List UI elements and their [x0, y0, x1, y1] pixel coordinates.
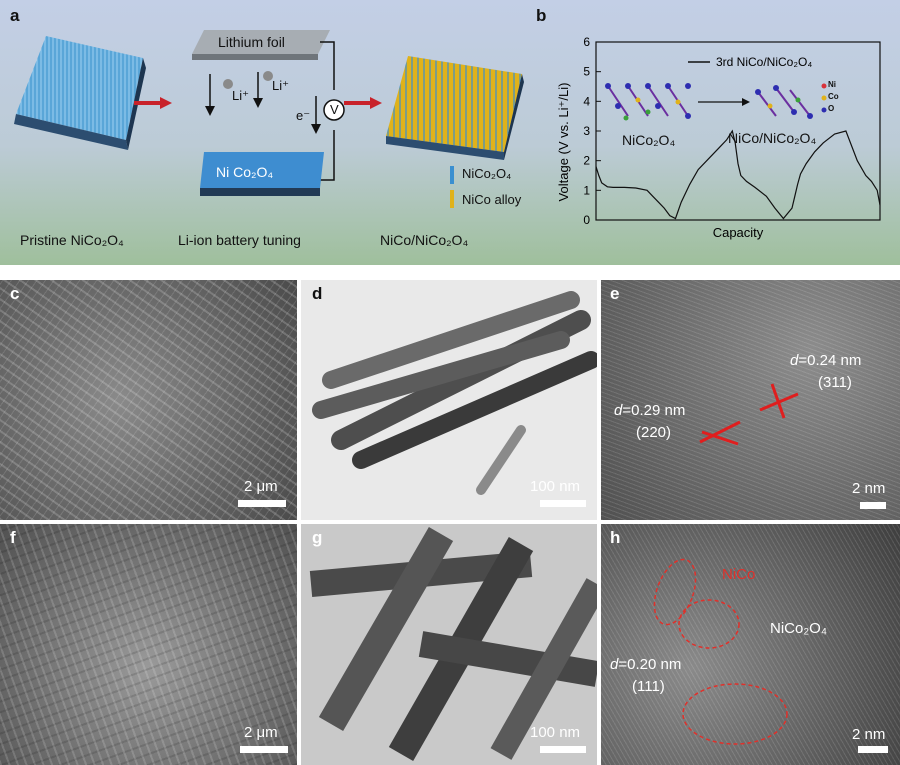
panel-label-e: e	[610, 284, 620, 303]
nico-region-label: NiCo	[722, 566, 756, 583]
hkl-label-1: (311)	[818, 374, 852, 391]
caption-tuning: Li-ion battery tuning	[178, 232, 301, 248]
hrtem-image-h	[601, 524, 900, 765]
scale-bar-f	[240, 746, 288, 753]
y-tick-label: 3	[583, 124, 590, 138]
scale-bar-g	[540, 746, 586, 753]
panel-label-c: c	[10, 284, 20, 303]
scale-bar-h	[858, 746, 888, 753]
inset-legend-co: Co	[828, 92, 839, 101]
panel-label-f: f	[10, 528, 16, 547]
legend-nico2o4: NiCo₂O₄	[462, 166, 512, 181]
series-line	[595, 129, 881, 220]
nico2o4-electrode	[200, 152, 324, 196]
panel-label-b: b	[536, 6, 547, 25]
inset-legend-o: O	[828, 104, 835, 113]
li-ion-arrows	[205, 71, 273, 116]
electron-label: e⁻	[296, 108, 311, 123]
d-spacing-label-2: d=0.29 nm	[614, 402, 686, 419]
x-axis-label: Capacity	[713, 225, 764, 240]
scale-label-h: 2 nm	[852, 726, 886, 743]
inset-left-label: NiCo₂O₄	[622, 132, 676, 148]
y-axis-label: Voltage (V vs. Li⁺/Li)	[556, 83, 571, 202]
panel-label-d: d	[312, 284, 323, 303]
hkl-label-2: (220)	[636, 424, 672, 441]
caption-result: NiCo/NiCo₂O₄	[380, 232, 469, 248]
y-tick-label: 5	[583, 65, 590, 79]
y-tick-label: 4	[583, 94, 590, 108]
nico2o4-region-label: NiCo₂O₄	[770, 620, 827, 637]
y-tick-label: 0	[583, 213, 590, 227]
y-tick-label: 2	[583, 154, 590, 168]
d-spacing-label-h: d=0.20 nm	[610, 656, 682, 673]
li-plus-label-1: Li⁺	[232, 88, 249, 103]
legend-nico-alloy: NiCo alloy	[462, 192, 522, 207]
sem-image-f	[0, 524, 297, 765]
sem-image-c	[0, 280, 297, 520]
scale-label-f: 2 μm	[244, 724, 278, 741]
inset-legend-ni: Ni	[828, 80, 836, 89]
lattice-markers-e	[699, 383, 799, 446]
arrow-1	[134, 97, 172, 109]
panel-label-a: a	[10, 6, 20, 25]
region-outlines-h	[653, 558, 788, 745]
legend-swatches	[450, 166, 454, 208]
hkl-label-h: (111)	[632, 678, 665, 695]
voltmeter-label: V	[330, 102, 339, 117]
tem-image-g	[301, 524, 597, 765]
crystal-structure-inset	[605, 83, 827, 121]
pristine-array-illustration	[14, 36, 146, 150]
scale-bar-c	[238, 500, 286, 507]
legend-label: 3rd NiCo/NiCo₂O₄	[716, 55, 812, 69]
scale-bar-d	[540, 500, 586, 507]
nico-nico2o4-array-illustration	[386, 56, 524, 160]
tem-image-d	[301, 280, 597, 520]
inset-right-label: NiCo/NiCo₂O₄	[728, 130, 817, 146]
lithium-foil-label: Lithium foil	[218, 34, 285, 50]
lithium-foil	[192, 30, 330, 60]
y-tick-label: 1	[583, 183, 590, 197]
li-plus-label-2: Li⁺	[272, 78, 289, 93]
scale-label-g: 100 nm	[530, 724, 581, 741]
y-tick-label: 6	[583, 35, 590, 49]
d-spacing-label-1: d=0.24 nm	[790, 352, 862, 369]
panel-label-h: h	[610, 528, 621, 547]
panel-label-g: g	[312, 528, 323, 547]
scale-label-d: 100 nm	[530, 478, 581, 495]
arrow-2	[344, 97, 382, 109]
hrtem-image-e	[601, 280, 900, 520]
scale-label-e: 2 nm	[852, 480, 886, 497]
scale-label-c: 2 μm	[244, 478, 278, 495]
caption-pristine: Pristine NiCo₂O₄	[20, 232, 124, 248]
scale-bar-e	[860, 502, 886, 509]
circuit-wire	[311, 41, 345, 181]
electrode-label: Ni Co₂O₄	[216, 164, 274, 180]
